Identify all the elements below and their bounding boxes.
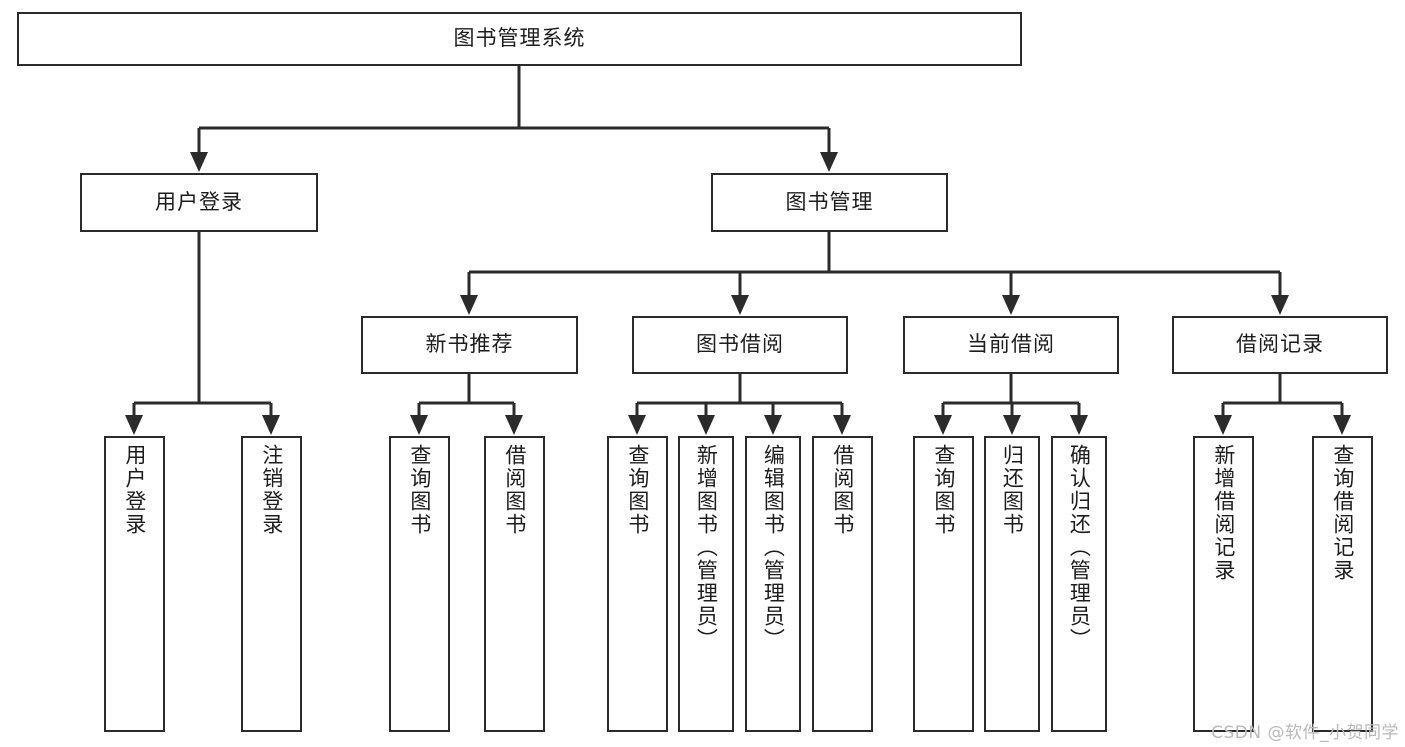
node-label: 用户登录 [122, 444, 147, 536]
node-label: 查询图书 [931, 444, 956, 536]
node-label: 图书借阅 [696, 332, 784, 357]
node-level3-0[interactable]: 新书推荐 [361, 316, 578, 374]
csdn-watermark: CSDN @软件_小贺同学 [1211, 723, 1399, 743]
node-label: 注销登录 [259, 444, 284, 536]
node-label: 借阅图书 [502, 444, 527, 536]
node-label: 新增借阅记录 [1211, 444, 1236, 582]
node-label: 借阅记录 [1236, 332, 1324, 357]
node-label: 确认归还（管理员） [1067, 444, 1092, 651]
node-label: 新增图书（管理员） [694, 444, 719, 651]
node-leaf-2[interactable]: 查询图书 [389, 436, 450, 732]
node-root-system[interactable]: 图书管理系统 [17, 12, 1022, 66]
node-leaf-10[interactable]: 确认归还（管理员） [1051, 436, 1107, 732]
node-label: 查询借阅记录 [1330, 444, 1355, 582]
node-level3-1[interactable]: 图书借阅 [632, 316, 848, 374]
node-label: 当前借阅 [967, 332, 1055, 357]
node-label: 查询图书 [625, 444, 650, 536]
node-leaf-12[interactable]: 查询借阅记录 [1312, 436, 1373, 732]
node-label: 用户登录 [155, 189, 243, 214]
node-leaf-8[interactable]: 查询图书 [913, 436, 974, 732]
node-label: 归还图书 [1000, 444, 1025, 536]
node-label: 编辑图书（管理员） [761, 444, 786, 651]
node-level2-0[interactable]: 用户登录 [80, 173, 318, 232]
node-level3-3[interactable]: 借阅记录 [1172, 316, 1388, 374]
node-leaf-4[interactable]: 查询图书 [607, 436, 668, 732]
node-level3-2[interactable]: 当前借阅 [903, 316, 1119, 374]
node-label: 图书管理 [785, 189, 874, 214]
node-leaf-7[interactable]: 借阅图书 [812, 436, 873, 732]
node-leaf-1[interactable]: 注销登录 [241, 436, 302, 732]
node-level2-1[interactable]: 图书管理 [711, 173, 948, 232]
node-label: 借阅图书 [830, 444, 855, 536]
node-leaf-0[interactable]: 用户登录 [104, 436, 165, 732]
node-leaf-5[interactable]: 新增图书（管理员） [678, 436, 734, 732]
node-leaf-9[interactable]: 归还图书 [984, 436, 1040, 732]
node-leaf-11[interactable]: 新增借阅记录 [1193, 436, 1254, 732]
node-label: 查询图书 [407, 444, 432, 536]
node-leaf-3[interactable]: 借阅图书 [484, 436, 545, 732]
node-label: 图书管理系统 [453, 26, 586, 51]
node-leaf-6[interactable]: 编辑图书（管理员） [745, 436, 801, 732]
node-label: 新书推荐 [425, 332, 514, 357]
